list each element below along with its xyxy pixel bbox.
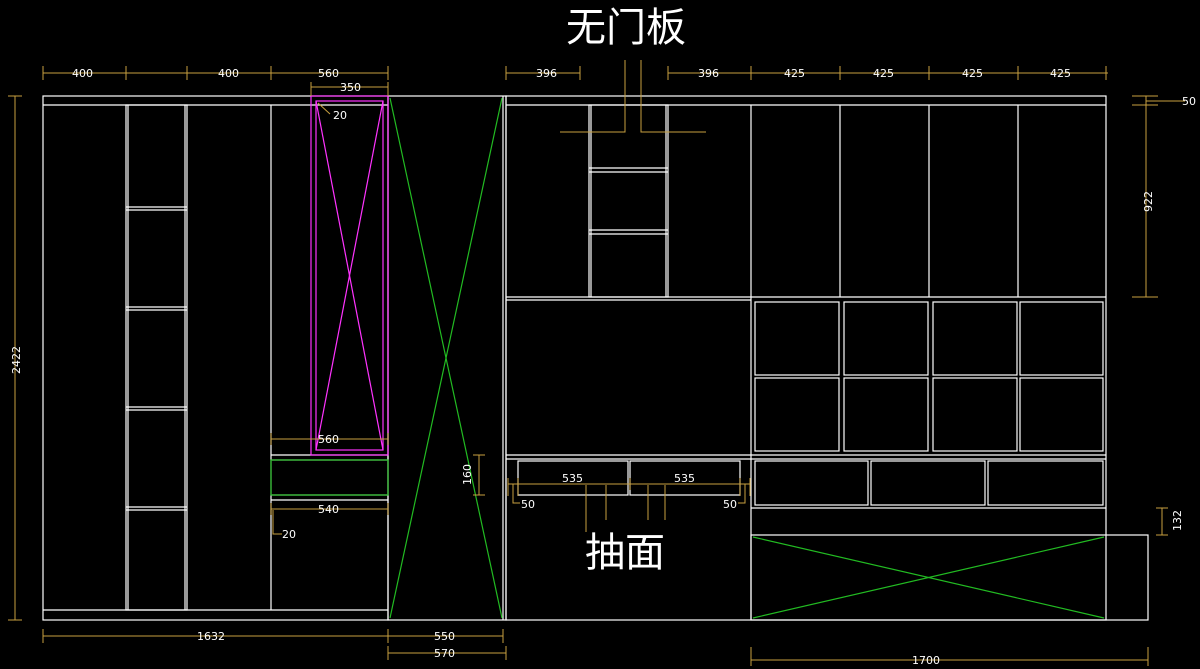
- dim-425-c: 425: [962, 67, 983, 80]
- dim-160: 160: [461, 464, 474, 485]
- dim-50-drawer-a: 50: [521, 498, 535, 511]
- dim-1700: 1700: [912, 654, 940, 667]
- dim-20-top: 20: [333, 109, 347, 122]
- dim-922: 922: [1142, 191, 1155, 212]
- dim-425-b: 425: [873, 67, 894, 80]
- dimension-lines: [8, 60, 1185, 666]
- dim-400-a: 400: [72, 67, 93, 80]
- cabinet-outlines: [42, 95, 1149, 621]
- dimension-labels: 400 400 560 350 396 396 425 425 425 425 …: [10, 67, 1196, 667]
- green-crosses: [270, 97, 1105, 619]
- dim-425-a: 425: [784, 67, 805, 80]
- dim-425-d: 425: [1050, 67, 1071, 80]
- dim-350: 350: [340, 81, 361, 94]
- dim-50-drawer-b: 50: [723, 498, 737, 511]
- magenta-panel: [310, 95, 389, 456]
- dim-535-a: 535: [562, 472, 583, 485]
- dim-396-b: 396: [698, 67, 719, 80]
- dim-1632: 1632: [197, 630, 225, 643]
- dim-50-right: 50: [1182, 95, 1196, 108]
- annotation-no-door-panel: 无门板: [566, 5, 686, 51]
- dim-400-b: 400: [218, 67, 239, 80]
- dim-396-a: 396: [536, 67, 557, 80]
- annotation-drawer-face: 抽面: [585, 530, 665, 576]
- dim-535-b: 535: [674, 472, 695, 485]
- dim-560-top: 560: [318, 67, 339, 80]
- dim-560-inner: 560: [318, 433, 339, 446]
- dim-20-bottom: 20: [282, 528, 296, 541]
- dim-540: 540: [318, 503, 339, 516]
- dim-570: 570: [434, 647, 455, 660]
- dim-2422: 2422: [10, 346, 23, 374]
- dim-132: 132: [1171, 510, 1184, 531]
- dim-550: 550: [434, 630, 455, 643]
